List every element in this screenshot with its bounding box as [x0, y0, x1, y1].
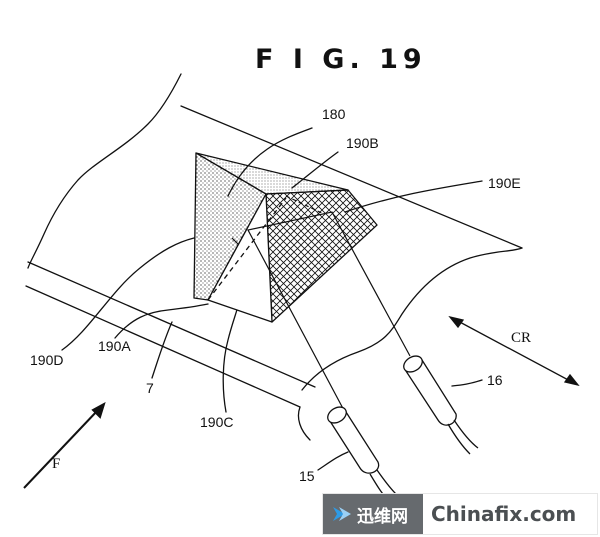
label-190A: 190A	[98, 338, 131, 354]
label-F: F	[52, 456, 61, 472]
label-16: 16	[487, 372, 503, 388]
cr-arrow	[448, 315, 580, 387]
board-right-break	[301, 247, 523, 391]
sensor-16	[403, 355, 479, 455]
watermark-site-text: Chinafix.com	[431, 502, 577, 526]
arrow-logo-icon	[333, 507, 351, 521]
label-7: 7	[146, 380, 154, 396]
board-top-edge	[180, 105, 523, 249]
pyramid-face-190C	[207, 193, 273, 323]
figure-title: F I G. 19	[255, 44, 427, 75]
pyramid-face-190E	[265, 189, 378, 323]
label-15: 15	[299, 468, 315, 484]
label-180: 180	[322, 106, 346, 122]
leader-16	[451, 379, 483, 387]
leader-7	[151, 321, 173, 379]
watermark-banner: 迅维网 Chinafix.com	[322, 493, 598, 535]
label-190C: 190C	[200, 414, 234, 430]
watermark-left: 迅维网	[323, 494, 423, 534]
pyramid-hidden-edge	[207, 197, 287, 301]
board-left-break	[27, 73, 182, 269]
label-190D: 190D	[30, 352, 64, 368]
beam-15	[247, 211, 411, 417]
label-CR: CR	[511, 330, 532, 346]
leader-190C	[222, 305, 239, 413]
leader-190A	[114, 303, 209, 339]
sensor-15	[327, 406, 397, 501]
leader-15	[317, 451, 349, 471]
leader-190E	[344, 180, 483, 213]
beam-16-dash	[285, 195, 325, 215]
board-bottom-break	[297, 406, 311, 441]
beam-15-return	[231, 237, 239, 245]
watermark-cn-text: 迅维网	[357, 506, 408, 527]
leader-190D	[61, 237, 195, 351]
f-arrow	[23, 401, 106, 489]
label-190B: 190B	[346, 135, 379, 151]
label-190E: 190E	[488, 175, 521, 191]
